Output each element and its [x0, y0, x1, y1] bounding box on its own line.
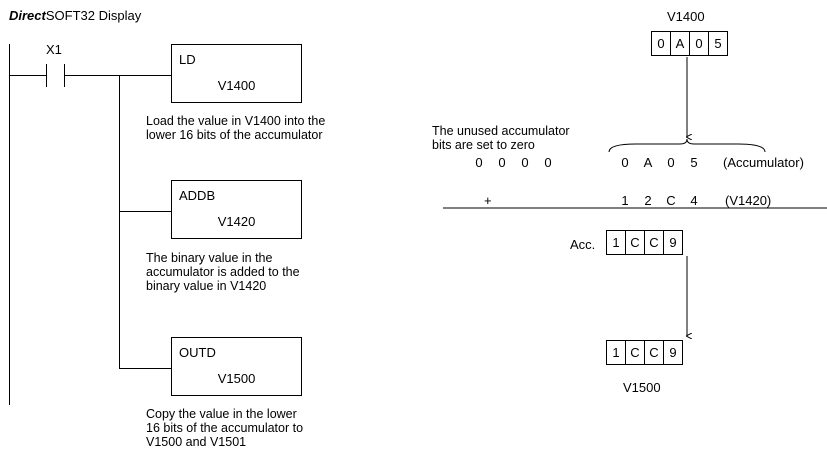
display-title: DirectSOFT32 Display: [9, 8, 142, 23]
register-cell: 9: [669, 345, 677, 360]
acc-label: Acc.: [570, 237, 596, 252]
branch-bus: [119, 75, 120, 368]
addend-digit: 1: [621, 193, 629, 208]
instruction-operand: V1500: [217, 371, 256, 386]
branch-wire-outd: [119, 368, 171, 369]
instruction-opcode: LD: [179, 52, 196, 67]
register-cell: 1: [607, 341, 626, 364]
addend-digit: 2: [644, 193, 652, 208]
accumulator-digit: 0: [667, 155, 675, 170]
instruction-box-outd: OUTD V1500: [171, 337, 302, 396]
register-cell: C: [626, 231, 645, 254]
accumulator-digit: 0: [498, 155, 506, 170]
register-cell: C: [645, 341, 664, 364]
register-cell: 0: [652, 32, 671, 55]
register-cell: 9: [669, 235, 677, 250]
plus-sign: +: [484, 193, 492, 208]
register-cell: 0: [690, 32, 709, 55]
unused-bits-note: The unused accumulator bits are set to z…: [432, 124, 570, 152]
rung-wire-left: [9, 75, 46, 76]
instruction-opcode: OUTD: [179, 345, 216, 360]
accumulator-digit: 0: [521, 155, 529, 170]
rung-wire-right: [64, 75, 171, 76]
instruction-operand: V1400: [217, 78, 256, 93]
accumulator-digit: 0: [621, 155, 629, 170]
source-register: 0 A 0 5: [651, 31, 728, 56]
accumulator-digit: A: [643, 155, 653, 170]
accumulator-brace: [608, 138, 766, 153]
output-register-label: V1500: [623, 380, 661, 395]
contact-x1-left-bar: [46, 64, 47, 87]
register-cell: C: [645, 231, 664, 254]
instruction-box-addb: ADDB V1420: [171, 180, 302, 239]
accumulator-digit: 5: [690, 155, 698, 170]
output-register: 1 C C 9: [606, 340, 683, 365]
instruction-box-ld: LD V1400: [171, 44, 302, 103]
addend-digit: C: [666, 193, 676, 208]
left-power-rail: [9, 44, 10, 405]
register-cell: 1: [607, 231, 626, 254]
branch-wire-addb: [119, 211, 171, 212]
accumulator-digit: 0: [475, 155, 483, 170]
register-cell: 5: [714, 36, 722, 51]
addend-digit: 4: [690, 193, 698, 208]
register-cell: A: [671, 32, 690, 55]
instruction-description: Copy the value in the lower 16 bits of t…: [146, 407, 304, 449]
instruction-description: Load the value in V1400 into the lower 1…: [146, 114, 326, 142]
accumulator-digit: 0: [544, 155, 552, 170]
register-cell: C: [626, 341, 645, 364]
accumulator-label: (Accumulator): [723, 155, 804, 170]
instruction-description: The binary value in the accumulator is a…: [146, 251, 300, 293]
instruction-opcode: ADDB: [179, 188, 216, 203]
source-register-label: V1400: [667, 9, 705, 24]
addend-label: (V1420): [725, 193, 772, 208]
accumulator-result-register: 1 C C 9: [606, 230, 683, 255]
instruction-operand: V1420: [217, 214, 256, 229]
contact-label: X1: [46, 42, 62, 57]
